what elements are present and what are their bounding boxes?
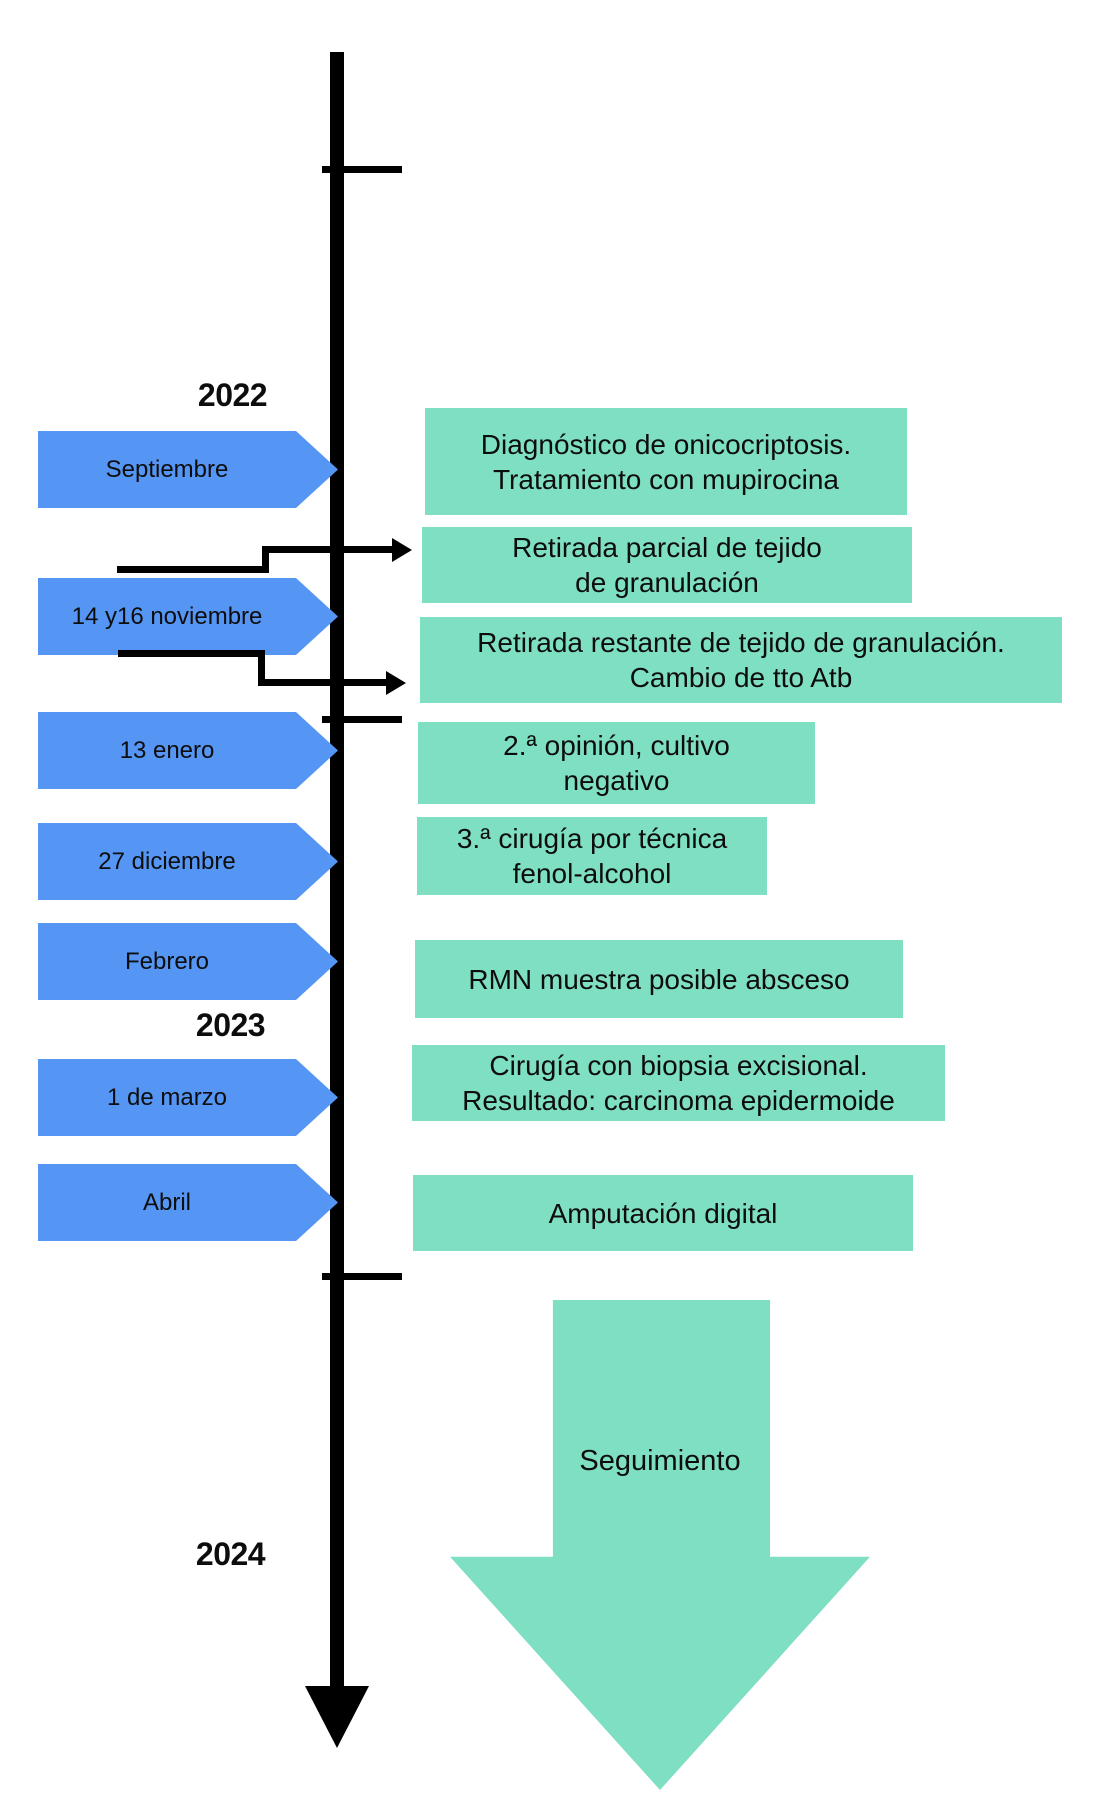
timeline-arrowhead-down-icon [305,1686,369,1748]
connector-segment [258,650,265,686]
date-arrow-abril: Abril [38,1164,338,1241]
date-label: 14 y16 noviembre [71,602,263,630]
date-label: 27 diciembre [98,847,236,875]
year-label-2023: 2023 [195,1007,266,1043]
event-box-retirada-parcial: Retirada parcial de tejido de granulació… [422,527,912,603]
tick-mark [322,1273,402,1280]
connector-segment [118,650,265,657]
date-label: 1 de marzo [106,1083,228,1111]
connector-segment [117,566,265,573]
connector-arrowhead-right-icon [386,671,406,695]
followup-label: Seguimiento [579,1445,741,1477]
date-arrow-septiembre: Septiembre [38,431,338,508]
date-label: 13 enero [119,736,215,764]
event-box-rmn: RMN muestra posible absceso [415,940,903,1018]
connector-arrowhead-right-icon [392,538,412,562]
event-box-amputacion: Amputación digital [413,1175,913,1251]
timeline-axis [330,52,344,1688]
date-arrow-1-de-marzo: 1 de marzo [38,1059,338,1136]
connector-segment [258,679,386,686]
connector-segment [262,546,269,573]
year-label-2022: 2022 [197,377,268,413]
tick-mark [322,166,402,173]
tick-mark [322,716,402,723]
date-arrow-febrero: Febrero [38,923,338,1000]
event-box-cirugia-biopsia: Cirugía con biopsia excisional. Resultad… [412,1045,945,1121]
connector-segment [262,546,392,553]
date-label: Febrero [124,947,210,975]
date-label: Abril [142,1188,191,1216]
date-arrow-27-diciembre: 27 diciembre [38,823,338,900]
date-arrow-14-16-noviembre: 14 y16 noviembre [38,578,338,655]
event-box-tercera-cirugia: 3.ª cirugía por técnica fenol-alcohol [417,817,767,895]
event-box-segunda-opinion: 2.ª opinión, cultivo negativo [418,722,815,804]
date-arrow-13-enero: 13 enero [38,712,338,789]
date-label: Septiembre [105,455,229,483]
followup-arrow-down: Seguimiento [450,1300,870,1790]
event-box-diagnostico: Diagnóstico de onicocriptosis. Tratamien… [425,408,907,515]
event-box-retirada-restante: Retirada restante de tejido de granulaci… [420,617,1062,703]
year-label-2024: 2024 [195,1536,266,1572]
